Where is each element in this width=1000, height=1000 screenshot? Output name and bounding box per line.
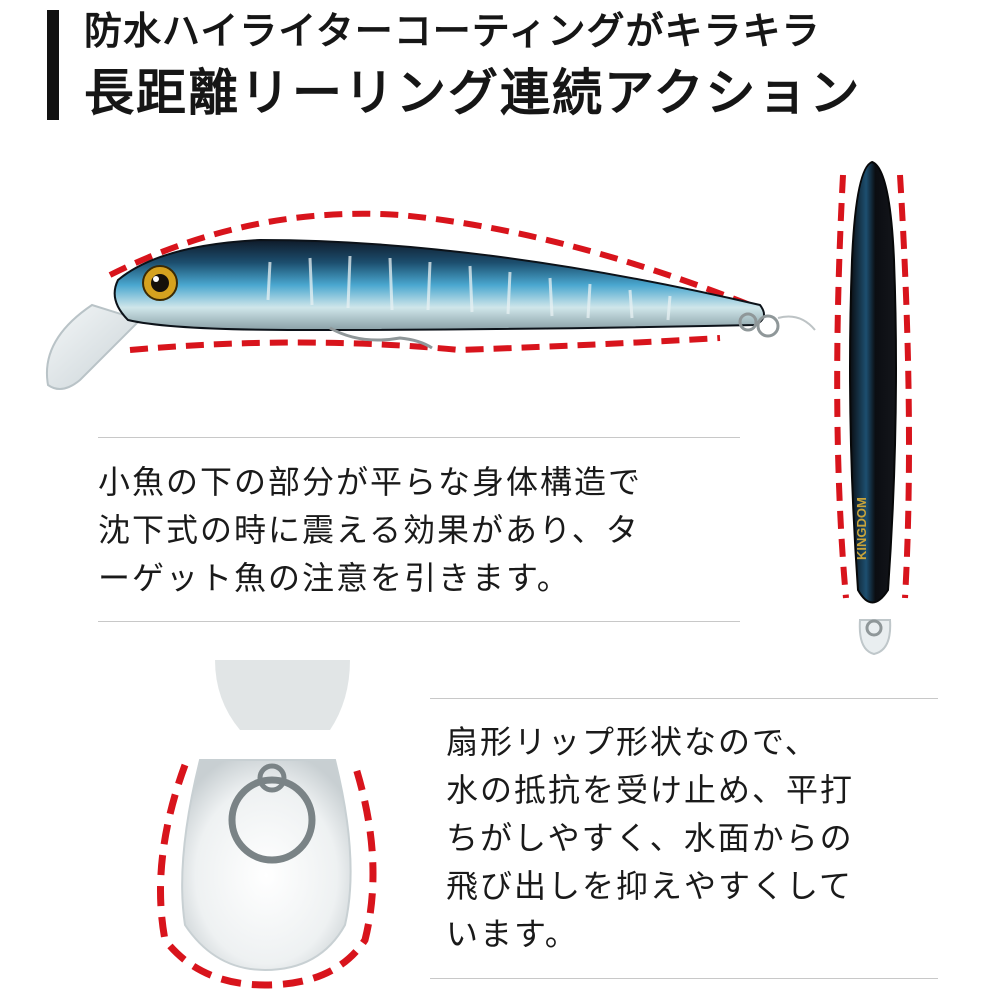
- headline-secondary: 長距離リーリング連続アクション: [84, 64, 862, 122]
- lip-shape-description: 扇形リップ形状なので、 水の抵抗を受け止め、平打 ちがしやすく、水面からの 飛び…: [446, 718, 854, 958]
- description-line: 小魚の下の部分が平らな身体構造で: [98, 463, 643, 501]
- section-lip-top-rule: [430, 698, 938, 699]
- section-body-top-rule: [98, 437, 740, 438]
- description-line: 扇形リップ形状なので、: [446, 723, 819, 761]
- description-line: ーゲット魚の注意を引きます。: [98, 559, 571, 597]
- section-body-bottom-rule: [98, 621, 740, 622]
- body-structure-description: 小魚の下の部分が平らな身体構造で 沈下式の時に震える効果があり、タ ーゲット魚の…: [98, 458, 642, 602]
- header-accent-bar: [47, 10, 59, 120]
- description-line: 飛び出しを抑えやすくして: [446, 867, 854, 905]
- lure-brand-mark: KINGDOM: [854, 497, 869, 560]
- description-line: います。: [446, 915, 579, 953]
- description-line: ちがしやすく、水面からの: [446, 819, 854, 857]
- description-line: 沈下式の時に震える効果があり、タ: [98, 511, 640, 549]
- section-lip-bottom-rule: [430, 978, 938, 979]
- description-line: 水の抵抗を受け止め、平打: [446, 771, 855, 809]
- headline-primary: 防水ハイライターコーティングがキラキラ: [84, 9, 821, 53]
